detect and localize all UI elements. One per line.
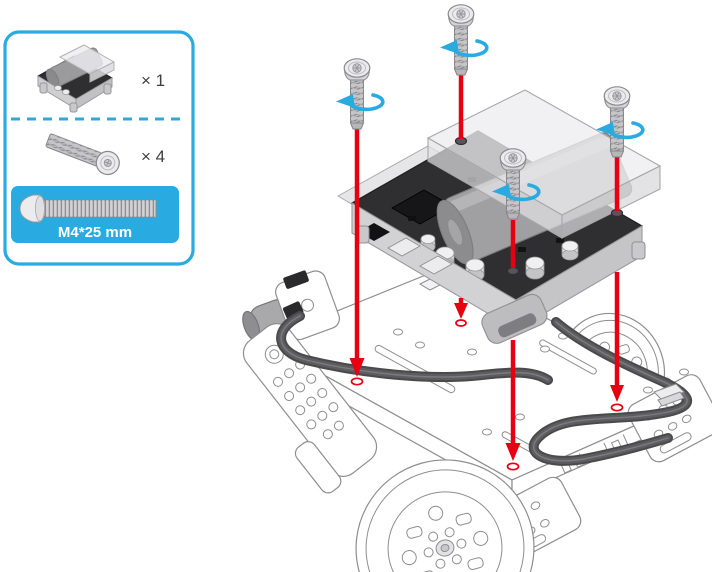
- ribbon-cable-right: [528, 317, 692, 466]
- spec-badge: M4*25 mm: [11, 186, 179, 243]
- screw-thumbnail-icon: [45, 133, 120, 176]
- machine-screw-icon: [343, 58, 371, 130]
- target-hole-1: [350, 377, 364, 386]
- module-quantity-label: × 1: [141, 71, 165, 90]
- insertion-arrow-2: [454, 74, 468, 319]
- front-wheel: [355, 459, 535, 572]
- screw-2: [438, 4, 489, 76]
- module-screw-hole: [506, 266, 520, 276]
- left-bracket: [242, 323, 378, 494]
- parts-legend-panel: × 1 × 4 M4*25 mm: [3, 30, 195, 266]
- left-motor: [242, 270, 340, 341]
- shield-module-thumbnail-icon: [37, 44, 116, 113]
- module-housing: [351, 202, 646, 344]
- shield-module: [336, 89, 662, 344]
- target-hole-4: [610, 403, 624, 412]
- insertion-arrow-3: [505, 220, 521, 461]
- spec-badge-label: M4*25 mm: [58, 224, 132, 241]
- screw-side-view-icon: [19, 194, 157, 223]
- module-cover: [426, 89, 662, 239]
- assembly-illustration: [242, 4, 712, 572]
- ir-sensor-pod: [481, 293, 548, 344]
- insertion-arrow-4: [610, 156, 624, 402]
- jst-connector: [387, 237, 421, 257]
- screw-1: [334, 58, 385, 130]
- screw-quantity-label: × 4: [141, 147, 165, 166]
- target-hole-3: [506, 462, 520, 471]
- cable-clamp: [653, 383, 685, 401]
- insertion-arrow-1: [349, 126, 365, 377]
- target-hole-2: [455, 319, 467, 327]
- jst-connector: [419, 255, 453, 275]
- machine-screw-icon: [447, 4, 475, 76]
